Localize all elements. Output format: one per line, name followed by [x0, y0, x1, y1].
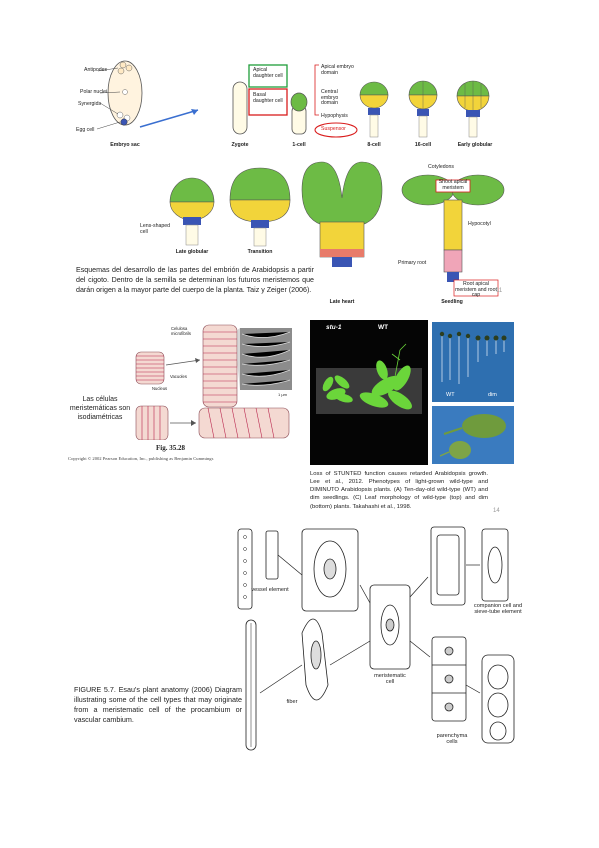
label-nucleus: Nucleus	[152, 386, 168, 391]
label-cotyledons: Cotyledons	[428, 164, 454, 170]
embryo-development-figure: Antipodes Polar nuclei Synergids Egg cel…	[70, 50, 515, 318]
leaves-drawing	[439, 414, 506, 459]
stage-late-heart: Late heart	[329, 299, 355, 305]
stage-sixteen-cell: 16-cell	[414, 142, 432, 148]
label-celulosa: Celulosa microfibrils	[171, 326, 192, 336]
esau-cell-types-figure: vessel element companion cell and sieve-…	[66, 525, 536, 765]
label-polar-nuclei: Polar nuclei	[80, 89, 108, 95]
label-primary-root: Primary root	[398, 260, 427, 266]
label-companion-cell: companion cell and sieve-tube element	[473, 603, 523, 616]
label-lens-shaped: Lens-shaped cell	[140, 223, 170, 235]
stage-transition: Transition	[247, 249, 273, 255]
label-meristematic-cell: meristematic cell	[374, 673, 406, 686]
photo-label-wt: WT	[378, 324, 389, 331]
page-number-14: 14	[493, 508, 500, 514]
label-basal-daughter: Basal daughter cell	[253, 92, 283, 104]
stage-embryo-sac: Embryo sac	[110, 142, 140, 148]
meristem-label: Las células meristemáticas son isodiamét…	[69, 396, 131, 421]
stage-eight-cell: 8-cell	[367, 142, 381, 148]
label-egg-cell: Egg cell	[76, 127, 95, 133]
stage-seedling: Seedling	[441, 299, 463, 305]
label-antipodes: Antipodes	[84, 67, 108, 73]
photo-label-dim: dim	[488, 392, 497, 398]
label-shoot-apical: Shoot apical meristem	[438, 179, 468, 191]
plant-rosettes-drawing	[316, 343, 422, 414]
seedlings-photo: WT dim	[432, 322, 514, 402]
embryo-sac-drawing	[96, 60, 199, 130]
stage-early-globular: Early globular	[457, 142, 493, 148]
label-hypocotyl: Hypocotyl	[468, 221, 491, 227]
label-hypophysis: Hypophysis	[321, 113, 348, 119]
sixteen-cell-drawing	[408, 80, 438, 138]
label-central-embryo: Central embryo domain	[321, 89, 339, 107]
seedling-drawing	[401, 174, 505, 297]
label-suspensor: Suspensor	[321, 126, 346, 132]
stu1-wt-photo: stu-1 WT	[310, 320, 428, 465]
cell-growth-diagram	[135, 324, 292, 440]
embryo-diagram	[96, 60, 505, 297]
esau-diagram	[237, 526, 515, 751]
transition-drawing	[229, 167, 291, 247]
eight-cell-drawing	[359, 81, 389, 138]
page-number-11: 11	[496, 288, 503, 294]
label-vacuoles: Vacuoles	[170, 374, 187, 379]
label-parenchyma: parenchyma cells	[436, 733, 468, 746]
label-apical-embryo: Apical embryo domain	[321, 64, 354, 76]
label-scale: 1 µm	[278, 392, 287, 397]
late-globular-drawing	[169, 177, 215, 246]
copyright-text: Copyright © 2002 Pearson Education, Inc.…	[68, 456, 214, 461]
caption-stunted: Loss of STUNTED function causes retarded…	[310, 471, 488, 510]
stage-zygote: Zygote	[231, 142, 249, 148]
stage-one-cell: 1-cell	[292, 142, 306, 148]
one-cell-drawing	[248, 64, 308, 135]
photo-label-stu1: stu-1	[326, 324, 342, 331]
label-apical-daughter: Apical daughter cell	[253, 67, 283, 79]
leaves-photo	[432, 406, 514, 464]
stage-late-globular: Late globular	[175, 249, 209, 255]
seedlings-drawing	[439, 331, 507, 384]
late-heart-drawing	[301, 161, 383, 267]
figure-number: Fig. 35.28	[156, 444, 185, 452]
label-vessel-element: vessel element	[251, 587, 289, 593]
cell-growth-figure: Celulosa microfibrils Vacuoles Nucleus 1…	[68, 320, 308, 461]
photo-label-wt-seedlings: WT	[446, 392, 455, 398]
label-fiber: fiber	[286, 699, 298, 705]
early-globular-drawing	[456, 80, 490, 138]
label-synergids: Synergids	[78, 101, 102, 107]
caption-esau: FIGURE 5.7. Esau's plant anatomy (2006) …	[74, 685, 242, 724]
stunted-figure: stu-1 WT WT dim Loss of STUNTED	[310, 320, 515, 520]
label-root-apical: Root apical meristem and root cap	[455, 281, 497, 299]
zygote-drawing	[232, 81, 248, 135]
caption-embryo-es: Esquemas del desarrollo de las partes de…	[76, 266, 314, 295]
